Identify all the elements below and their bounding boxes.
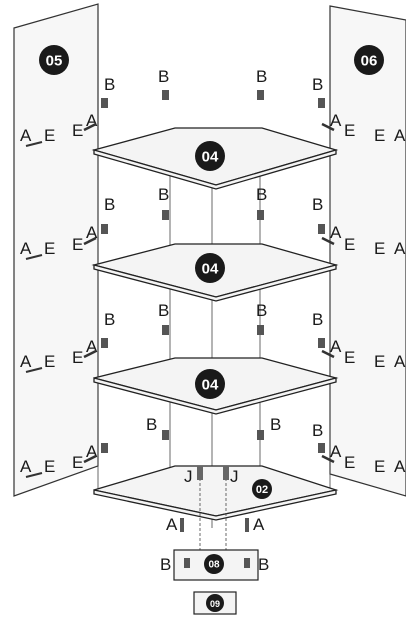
bottom-shelf: 02 [93, 465, 339, 521]
label-a: A [253, 515, 265, 534]
label-e: E [72, 235, 83, 254]
label-b: B [160, 555, 171, 574]
label-j-group: J J [184, 466, 239, 560]
label-e: E [344, 235, 355, 254]
label-e: E [344, 453, 355, 472]
label-a: A [166, 515, 178, 534]
label-a: A [330, 442, 342, 461]
label-j: J [184, 467, 193, 486]
label-b: B [256, 301, 267, 320]
label-e: E [72, 121, 83, 140]
label-e: E [374, 352, 385, 371]
label-e: E [44, 352, 55, 371]
label-b: B [256, 67, 267, 86]
label-a: A [330, 111, 342, 130]
label-b: B [158, 67, 169, 86]
label-b: B [312, 421, 323, 440]
label-b: B [270, 415, 281, 434]
label-a: A [394, 457, 406, 476]
label-b: B [312, 310, 323, 329]
label-ae-left: A E E A A E E A A E E A A E E A [20, 111, 98, 476]
label-b: B [104, 310, 115, 329]
label-b: B [158, 301, 169, 320]
label-e: E [374, 239, 385, 258]
label-a: A [330, 223, 342, 242]
right-side-panel: 06 [329, 5, 406, 497]
base-part: 09 [193, 591, 237, 615]
shelf-2: 04 [91, 243, 339, 302]
label-a: A [20, 352, 32, 371]
label-a: A [20, 239, 32, 258]
left-panel-number: 05 [46, 53, 63, 70]
label-ae-right: A E E A A E E A A E E A A E E A [330, 111, 406, 476]
label-a: A [394, 239, 406, 258]
connector-block: 08 B B [160, 549, 269, 581]
label-e: E [344, 121, 355, 140]
label-b: B [256, 185, 267, 204]
label-b: B [146, 415, 157, 434]
label-a: A [330, 337, 342, 356]
shelf-3-number: 04 [202, 377, 219, 394]
shelf-1-number: 04 [202, 149, 219, 166]
bolts [101, 90, 325, 453]
label-b: B [312, 75, 323, 94]
label-b-group: B B B B B B B B B B B B B B B [104, 67, 323, 440]
shelf-1: 04 [91, 127, 339, 190]
label-e: E [44, 126, 55, 145]
label-b: B [104, 195, 115, 214]
lower-a-bolts: A A [166, 515, 265, 534]
label-b: B [258, 555, 269, 574]
shelf-2-number: 04 [202, 261, 219, 278]
label-j: J [230, 467, 239, 486]
label-e: E [72, 348, 83, 367]
label-a: A [20, 457, 32, 476]
label-e: E [44, 239, 55, 258]
label-b: B [104, 75, 115, 94]
label-b: B [312, 195, 323, 214]
bottom-shelf-number: 02 [256, 484, 268, 496]
shelf-3: 04 [93, 357, 339, 415]
label-e: E [374, 457, 385, 476]
label-a: A [394, 352, 406, 371]
base-number: 09 [210, 599, 220, 609]
label-a: A [394, 126, 406, 145]
label-e: E [344, 348, 355, 367]
right-panel-number: 06 [361, 53, 378, 70]
label-e: E [374, 126, 385, 145]
label-b: B [158, 185, 169, 204]
label-e: E [72, 453, 83, 472]
screw-symbols [25, 122, 335, 478]
label-a: A [20, 126, 32, 145]
connector-number: 08 [208, 560, 220, 571]
label-e: E [44, 457, 55, 476]
